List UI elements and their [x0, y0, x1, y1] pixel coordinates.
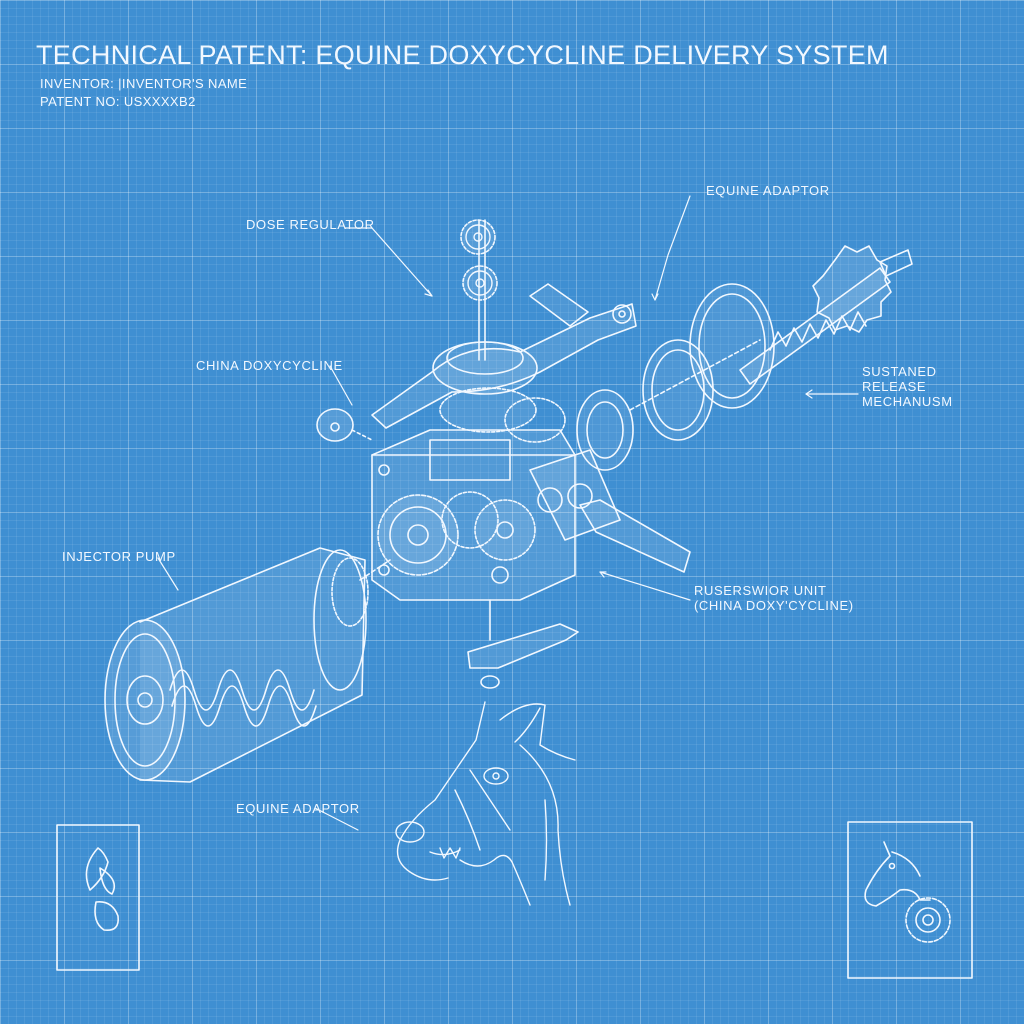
label-reservoir-unit: RUSERSWIOR UNIT (CHINA DOXY'CYCLINE)	[694, 583, 854, 613]
label-injector-pump: INJECTOR PUMP	[62, 549, 176, 564]
label-equine-adaptor-top: EQUINE ADAPTOR	[706, 183, 830, 198]
inset-right	[847, 821, 973, 979]
spring-shaft	[739, 245, 913, 385]
injector-pump	[104, 547, 391, 783]
lever-arm	[371, 283, 637, 429]
horse-head-sketch	[395, 701, 576, 906]
patent-title: TECHNICAL PATENT: EQUINE DOXYCYCLINE DEL…	[36, 40, 889, 70]
patent-number: PATENT NO: USXXXXB2	[40, 94, 196, 109]
bottom-bracket	[467, 599, 579, 689]
dose-regulator-gears	[460, 219, 498, 361]
label-china-doxycycline: CHINA DOXYCYCLINE	[196, 358, 343, 373]
leader-lines	[157, 195, 859, 831]
label-dose-regulator: DOSE REGULATOR	[246, 217, 375, 232]
label-sustained-release: SUSTANED RELEASE MECHANUSM	[862, 364, 953, 409]
adaptor-rings	[629, 283, 775, 441]
inventor-line: INVENTOR: |INVENTOR'S NAME	[40, 76, 248, 91]
crank-assembly	[529, 389, 691, 573]
label-equine-adaptor-bottom: EQUINE ADAPTOR	[236, 801, 360, 816]
gear-housing	[371, 387, 576, 601]
inset-left	[56, 824, 140, 971]
washer	[316, 408, 373, 442]
